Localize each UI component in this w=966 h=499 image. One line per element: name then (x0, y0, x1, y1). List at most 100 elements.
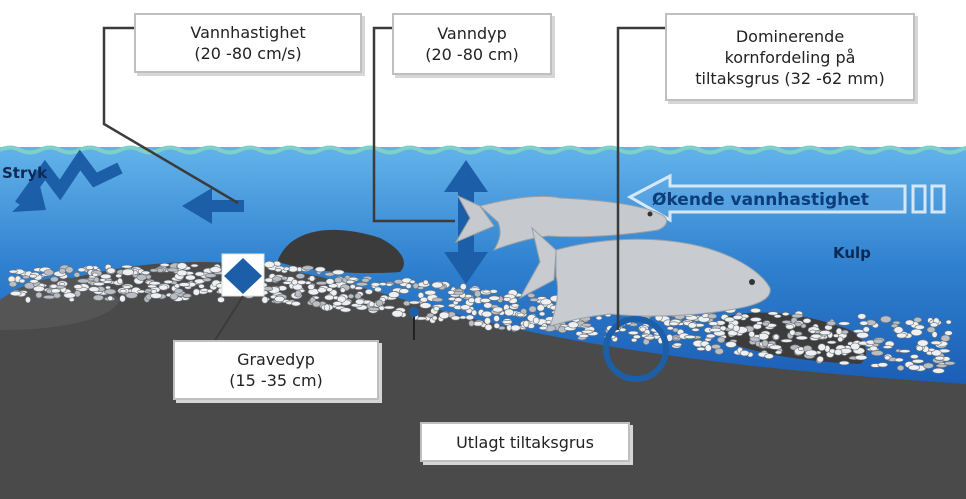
gravel-pebble (434, 306, 440, 311)
gravel-pebble (472, 310, 477, 316)
gravel-pebble (935, 356, 944, 360)
gravel-pebble (312, 301, 320, 307)
gravel-pebble (210, 267, 221, 273)
gravel-pebble (315, 267, 325, 272)
gravel-pebble (490, 290, 498, 294)
gravel-pebble (916, 346, 923, 351)
gravel-pebble (406, 284, 411, 289)
gravel-pebble (528, 293, 535, 297)
gravel-pebble (469, 288, 480, 291)
gravel-pebble (9, 282, 17, 287)
gravel-pebble (93, 282, 104, 286)
gravel-pebble (66, 267, 74, 273)
gravel-pebble (539, 326, 547, 330)
gravel-pebble (834, 349, 842, 355)
gravel-pebble (673, 343, 681, 346)
gravel-pebble (927, 327, 935, 333)
label-oekende-vannhastighet: Økende vannhastighet (652, 190, 869, 210)
gravel-pebble (855, 355, 867, 360)
gravel-pebble (579, 334, 589, 338)
gravel-pebble (782, 312, 789, 315)
gravel-pebble (326, 279, 334, 285)
gravel-pebble (717, 337, 725, 343)
gravel-pebble (120, 289, 127, 293)
vannhastighet-range: (20 -80 cm/s) (136, 43, 360, 64)
gravel-pebble (818, 344, 826, 351)
gravel-pebble (19, 279, 25, 283)
gravel-pebble (264, 287, 273, 291)
gravel-pebble (451, 316, 460, 320)
gravel-pebble (484, 303, 492, 309)
gravel-pebble (348, 294, 354, 298)
gravel-pebble (374, 287, 381, 292)
gravel-pebble (863, 327, 869, 332)
gravel-pebble (295, 290, 301, 297)
gravel-pebble (474, 290, 480, 297)
gravel-pebble (64, 293, 76, 298)
gravel-pebble (308, 284, 315, 290)
gravel-pebble (376, 300, 383, 306)
gravel-pebble (410, 280, 415, 283)
gravel-pebble (120, 295, 126, 302)
gravel-pebble (371, 283, 380, 287)
gravel-pebble (483, 290, 491, 293)
gravel-pebble (448, 291, 455, 295)
gravel-pebble (533, 317, 539, 324)
gravel-pebble (86, 266, 93, 270)
gravel-pebble (101, 274, 112, 279)
gravel-pebble (933, 368, 945, 373)
gravel-pebble (36, 292, 42, 298)
gravel-pebble (582, 323, 592, 326)
callout-gravedyp: Gravedyp (15 -35 cm) (173, 340, 379, 400)
gravel-pebble (523, 320, 529, 327)
gravel-pebble (827, 341, 836, 344)
gravel-pebble (711, 344, 720, 349)
gravel-pebble (466, 315, 474, 320)
pin-head-icon (409, 307, 419, 317)
gravel-pebble (838, 337, 843, 342)
gravel-pebble (708, 314, 717, 319)
gravel-pebble (145, 289, 152, 292)
gravel-pebble (763, 322, 769, 326)
tiltaksgrus-title: Utlagt tiltaksgrus (422, 432, 628, 453)
gravel-pebble (177, 270, 187, 276)
gravel-pebble (425, 290, 436, 295)
gravel-pebble (473, 321, 482, 326)
gravel-pebble (275, 268, 281, 272)
gravel-pebble (318, 288, 327, 293)
gravel-pebble (116, 274, 122, 278)
gravel-pebble (870, 346, 878, 351)
gravel-pebble (93, 273, 99, 276)
gravel-pebble (482, 311, 492, 317)
gravel-pebble (827, 321, 836, 326)
gravel-pebble (504, 309, 513, 316)
gravel-pebble (159, 285, 168, 290)
gravel-pebble (122, 265, 133, 268)
gravel-pebble (369, 302, 374, 307)
gravel-pebble (413, 283, 419, 289)
gravel-pebble (786, 324, 794, 329)
gravel-pebble (749, 331, 755, 337)
callout-vanndyp: Vanndyp (20 -80 cm) (392, 13, 552, 75)
gravel-pebble (673, 337, 678, 340)
gravel-pebble (750, 308, 760, 313)
gravel-pebble (78, 268, 85, 272)
gravel-pebble (47, 289, 52, 294)
gravel-pebble (74, 285, 82, 289)
gravel-pebble (493, 307, 503, 312)
gravel-pebble (912, 359, 924, 363)
gravel-pebble (296, 274, 305, 279)
gravel-pebble (368, 308, 380, 311)
gravel-pebble (333, 301, 342, 305)
gravel-pebble (644, 336, 655, 339)
gravel-pebble (50, 284, 57, 288)
gravel-pebble (356, 282, 368, 286)
gravel-pebble (44, 270, 54, 276)
gravel-pebble (316, 282, 327, 285)
gravel-pebble (150, 293, 162, 299)
gravel-pebble (100, 279, 106, 282)
callout-kornfordeling: Dominerende kornfordeling på tiltaksgrus… (665, 13, 915, 101)
gravel-pebble (880, 316, 891, 323)
gravel-pebble (765, 354, 774, 359)
gravel-pebble (529, 306, 536, 312)
